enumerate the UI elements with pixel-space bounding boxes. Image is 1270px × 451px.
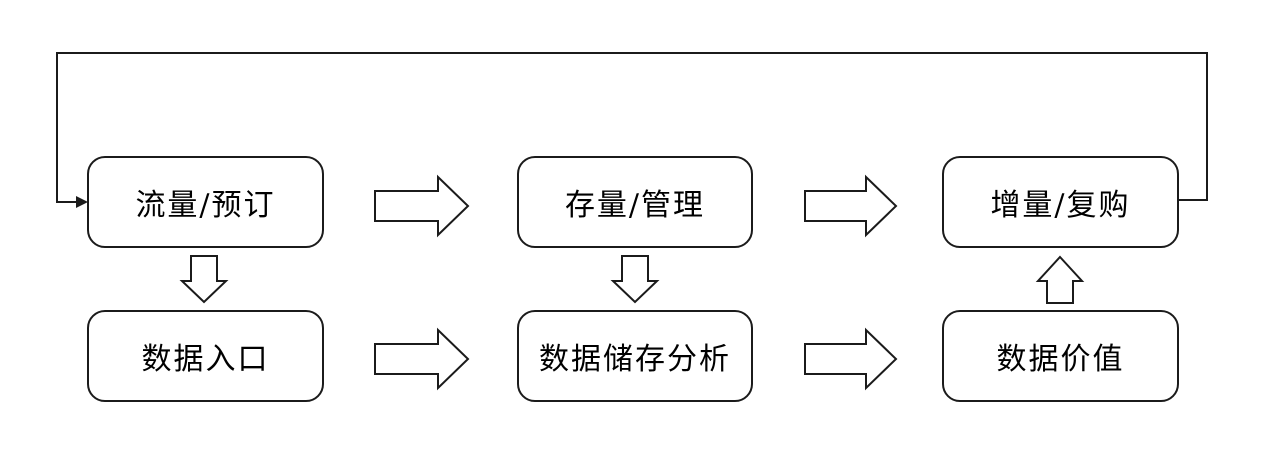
feedback-loop-connector	[56, 52, 1208, 203]
feedback-arrowhead-icon	[76, 196, 88, 208]
flow-arrow-right-icon-top-1	[374, 174, 470, 238]
flow-arrow-right-icon-bottom-2	[804, 327, 898, 391]
node-label-data-value: 数据价值	[996, 342, 1125, 377]
flow-arrow-down-icon-2	[610, 255, 660, 304]
node-increment-repurchase: 增量/复购	[942, 156, 1179, 248]
node-data-storage-analysis: 数据储存分析	[517, 310, 753, 402]
flow-arrow-right-icon-bottom-1	[374, 327, 470, 391]
flow-arrow-down-icon-1	[179, 255, 229, 304]
node-data-value: 数据价值	[942, 310, 1179, 402]
node-label-data-storage-analysis: 数据储存分析	[539, 342, 731, 377]
node-label-stock-management: 存量/管理	[564, 188, 706, 223]
node-data-entry: 数据入口	[87, 310, 324, 402]
node-label-data-entry: 数据入口	[141, 342, 270, 377]
node-label-increment-repurchase: 增量/复购	[990, 188, 1131, 223]
node-traffic-booking: 流量/预订	[87, 156, 324, 248]
flow-arrow-right-icon-top-2	[804, 174, 898, 238]
flow-arrow-up-icon	[1035, 255, 1085, 304]
node-stock-management: 存量/管理	[517, 156, 753, 248]
node-label-traffic-booking: 流量/预订	[135, 188, 276, 223]
